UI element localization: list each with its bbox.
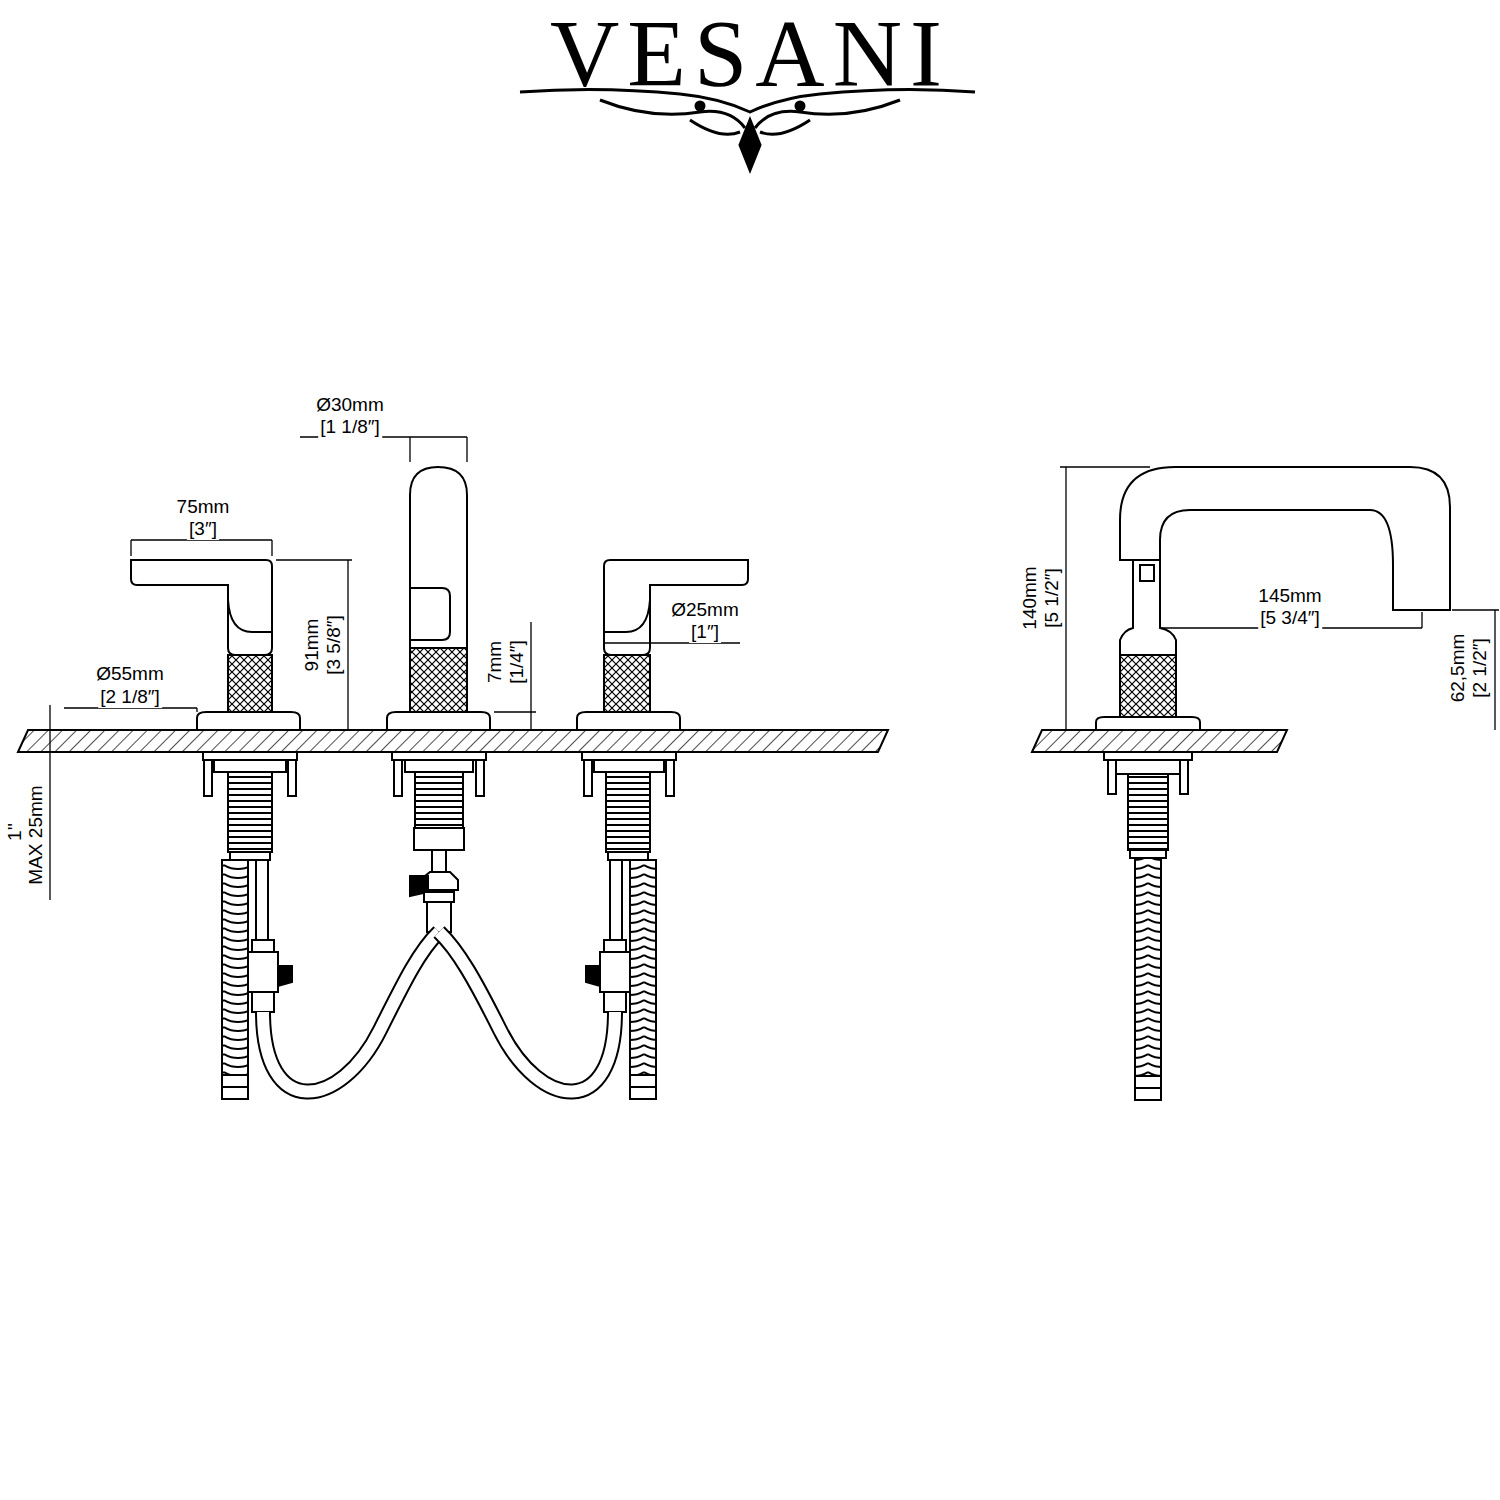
countertop: [18, 730, 888, 752]
faucet-side: [1096, 467, 1450, 1100]
dimension-label: [3 5/8″]: [323, 613, 345, 677]
dimension-label: Ø30mm: [314, 394, 386, 416]
dimension-label: [1″]: [689, 621, 721, 643]
dimension-label: 62,5mm: [1447, 632, 1469, 705]
dimension-label: 1'': [4, 821, 26, 843]
dimension-label: [2 1/8″]: [98, 686, 162, 708]
dimension-label: MAX 25mm: [25, 783, 47, 886]
dimension-label: [5 3/4″]: [1258, 607, 1322, 629]
dimension-label: 145mm: [1256, 585, 1323, 607]
countertop: [1032, 730, 1287, 752]
dimension-label: Ø25mm: [669, 599, 741, 621]
dimension-label: 75mm: [175, 496, 232, 518]
dimension-label: 140mm: [1019, 564, 1041, 631]
dimension-label: Ø55mm: [94, 663, 166, 685]
mixing-hose: [263, 932, 615, 1092]
dimension-label: 7mm: [484, 639, 506, 685]
dimension-lines: [44, 437, 1499, 900]
dimension-label: [3″]: [187, 518, 219, 540]
dimension-label: [2 1/2″]: [1469, 636, 1491, 700]
supply-hose: [222, 860, 656, 1099]
dimension-label: [5 1/2″]: [1041, 566, 1063, 630]
dimension-label: 91mm: [301, 617, 323, 674]
dimension-label: [1 1/8″]: [318, 416, 382, 438]
dimension-label: [1/4″]: [506, 638, 528, 686]
brand-title: VESANI: [550, 4, 950, 104]
